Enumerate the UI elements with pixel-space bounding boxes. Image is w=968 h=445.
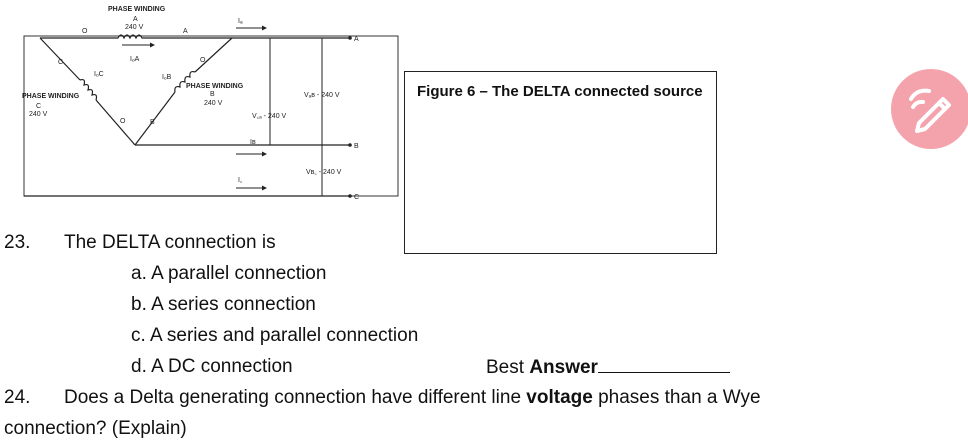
- line-c-terminal: [348, 194, 352, 198]
- right-coil: [174, 70, 196, 93]
- best-answer-bold: Answer: [529, 357, 598, 378]
- top-winding-letter: A: [133, 16, 138, 23]
- top-coil: [96, 34, 172, 40]
- ic-arrowhead: [262, 185, 267, 191]
- q24-text-before: Does a Delta generating connection have …: [64, 387, 522, 408]
- right-winding-voltage: 240 V: [204, 100, 223, 107]
- left-winding-title: PHASE WINDING: [22, 93, 80, 100]
- delta-right-upper: [194, 37, 233, 73]
- ioc-label: IₒC: [94, 71, 104, 78]
- q23-option-c: c. A series and parallel connection: [131, 325, 419, 346]
- delta-left-upper: [39, 37, 81, 81]
- node-o1: O: [82, 28, 88, 35]
- q24-number: 24.: [4, 387, 31, 408]
- top-winding-voltage: 240 V: [125, 24, 144, 31]
- best-answer-prefix: Best: [486, 357, 525, 378]
- pencil-icon: [909, 88, 951, 133]
- iob-label: IₒB: [162, 74, 172, 81]
- best-answer: Best Answer: [486, 356, 730, 379]
- right-winding-letter: B: [210, 91, 215, 98]
- ia-arrowhead: [262, 25, 267, 31]
- vbc-label: Vʙ꜀ - 240 V: [306, 169, 342, 176]
- figure-caption-box: Figure 6 – The DELTA connected source: [404, 71, 717, 254]
- line-b-label: B: [354, 143, 359, 150]
- ioa-label: IₒA: [130, 56, 140, 63]
- line-c-label: C: [354, 194, 359, 201]
- ia-label: Iₐ: [238, 18, 243, 25]
- delta-left-lower: [95, 99, 136, 146]
- left-coil: [79, 78, 98, 101]
- q23-option-b: b. A series connection: [131, 294, 316, 315]
- line-a-terminal: [348, 36, 352, 40]
- left-winding-voltage: 240 V: [29, 111, 48, 118]
- ib-arrowhead: [262, 151, 267, 157]
- vab-label: Vₐʙ - 240 V: [304, 92, 340, 99]
- q23-text: The DELTA connection is: [64, 232, 276, 253]
- q23-option-a: a. A parallel connection: [131, 263, 327, 284]
- ic-label: I꜀: [238, 177, 243, 184]
- delta-right-lower: [134, 91, 176, 146]
- node-b2: B: [150, 119, 155, 126]
- top-winding-title: PHASE WINDING: [108, 6, 166, 13]
- ioa-arrowhead: [150, 42, 155, 48]
- line-a-label: A: [354, 36, 359, 43]
- node-c: C: [58, 59, 63, 66]
- q24-text-line1: Does a Delta generating connection have …: [64, 387, 761, 409]
- vca-label: V꜀ₐ - 240 V: [252, 113, 287, 120]
- figure-caption: Figure 6 – The DELTA connected source: [417, 83, 703, 100]
- q23-option-d: d. A DC connection: [131, 356, 293, 377]
- q23-number: 23.: [4, 232, 31, 253]
- pencil-button[interactable]: [891, 69, 968, 149]
- answer-blank[interactable]: [597, 356, 730, 373]
- delta-circuit-diagram: PHASE WINDING A 240 V IₒA O A C IₒC O PH…: [22, 6, 399, 201]
- left-winding-letter: C: [36, 103, 41, 110]
- q24-text-line2: connection? (Explain): [4, 418, 187, 439]
- q24-bold: voltage: [526, 387, 593, 408]
- diagram-frame: [23, 35, 399, 197]
- q24-text-after: phases than a Wye: [598, 387, 761, 408]
- right-winding-title: PHASE WINDING: [186, 83, 244, 90]
- node-o2: O: [200, 57, 206, 64]
- node-a1: A: [183, 28, 188, 35]
- line-b-terminal: [348, 143, 352, 147]
- ib-label: Iʙ: [250, 139, 256, 146]
- node-o3: O: [120, 118, 126, 125]
